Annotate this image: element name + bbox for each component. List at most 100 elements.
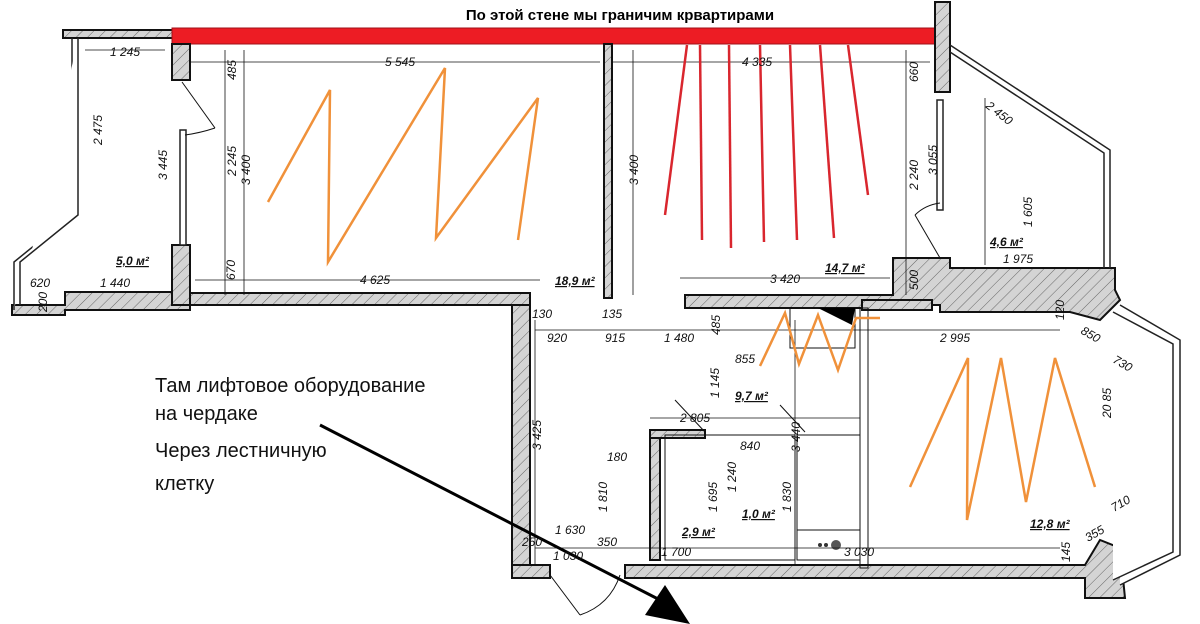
dimension-label: 1 975 <box>1003 252 1033 266</box>
demolish-mark-room3 <box>908 357 1097 521</box>
dimension-label: 4 335 <box>742 55 772 69</box>
sink-icon <box>824 543 828 547</box>
area-label-hall: 9,7 м² <box>735 389 769 403</box>
dimension-label: 2 240 <box>907 160 921 191</box>
partition-wall <box>859 307 869 569</box>
sink-icon <box>818 543 822 547</box>
door-leaf <box>181 81 216 129</box>
area-label-room1: 18,9 м² <box>555 274 596 288</box>
partition-wall <box>603 43 613 299</box>
storage-room-outline <box>664 434 796 561</box>
dimension-label: 1 830 <box>780 482 794 512</box>
dimension-label: 130 <box>532 307 552 321</box>
dimension-label: 3 400 <box>239 155 253 185</box>
dimension-label: 20 85 <box>1100 388 1114 419</box>
wall-segment <box>171 244 191 306</box>
demolish-mark-room1 <box>266 67 540 267</box>
right-balcony-glazing-inner <box>949 51 1105 268</box>
dimension-label: 4 625 <box>360 273 390 287</box>
wall-segment <box>11 291 531 316</box>
dimension-label: 3 445 <box>156 150 170 180</box>
dimension-label: 3 425 <box>530 420 544 450</box>
wall-segment <box>624 538 1127 599</box>
bay-window-glazing-inner <box>1112 311 1174 581</box>
shared-wall-caption: По этой стене мы граничим крвартирами <box>466 7 774 24</box>
dimension-label: 670 <box>224 260 238 280</box>
dimension-label: 850 <box>1079 323 1104 345</box>
shared-wall-red <box>171 27 941 45</box>
dimension-label: 135 <box>602 307 622 321</box>
drain-icon <box>831 540 841 550</box>
area-label-storage: 2,9 м² <box>681 525 716 539</box>
dimension-label: 915 <box>605 331 625 345</box>
pointer-arrow-head <box>645 585 690 624</box>
dimension-label: 1 605 <box>1021 197 1035 227</box>
demolish-mark-shaft <box>758 309 880 374</box>
dimension-label: 1 240 <box>725 462 739 492</box>
note-line: Через лестничную <box>155 440 327 462</box>
door-leaf <box>674 399 706 433</box>
door-leaf <box>779 404 806 433</box>
wall-segment <box>861 299 933 311</box>
wall-segment <box>171 43 191 81</box>
dimension-label: 920 <box>547 331 567 345</box>
dimension-label: 200 <box>36 292 50 313</box>
dimension-label: 660 <box>907 62 921 82</box>
dimension-label: 3 440 <box>789 422 803 452</box>
dimension-label: 500 <box>907 270 921 290</box>
dimension-label: 1 245 <box>110 45 140 59</box>
door-swing <box>579 574 621 616</box>
dimension-label: 485 <box>225 60 239 80</box>
dimension-label: 855 <box>735 352 755 366</box>
dimension-label: 1 630 <box>555 523 585 537</box>
door-leaf <box>914 214 941 259</box>
note-line: на чердаке <box>155 403 258 425</box>
dimension-label: 2 475 <box>91 115 105 146</box>
dimension-label: 2 805 <box>679 411 710 425</box>
dimension-label: 180 <box>607 450 627 464</box>
dimension-label: 3 420 <box>770 272 800 286</box>
dimension-labels: 1 245 5 545 4 335 485 660 2 475 3 445 2 … <box>30 45 1135 563</box>
dimension-label: 1 145 <box>708 368 722 398</box>
dimension-label: 1 030 <box>553 549 583 563</box>
dimension-label: 5 545 <box>385 55 415 69</box>
red-hatch-lines <box>663 44 870 249</box>
note-line: Там лифтовое оборудование <box>155 375 425 397</box>
windows <box>13 38 1181 586</box>
dimension-lines <box>85 49 1060 565</box>
dimension-label: 2 245 <box>225 146 239 177</box>
dimension-label: 250 <box>521 535 542 549</box>
balcony-top-wall <box>62 29 174 39</box>
area-label-wc: 1,0 м² <box>742 507 776 521</box>
walls <box>11 1 1127 599</box>
window <box>179 129 187 246</box>
left-balcony-glazing-inner <box>19 38 79 305</box>
wall-segment <box>934 1 951 93</box>
bathroom-outline <box>796 434 861 561</box>
dimension-label: 1 695 <box>706 482 720 512</box>
dimension-label: 350 <box>597 535 617 549</box>
dimension-label: 145 <box>1059 542 1073 562</box>
dimension-label: 485 <box>709 315 723 335</box>
wall-segment <box>649 429 661 561</box>
dimension-label: 120 <box>1053 300 1067 320</box>
area-label-room2: 14,7 м² <box>825 261 866 275</box>
dimension-label: 1 700 <box>661 545 691 559</box>
shaft-marker <box>818 308 855 325</box>
door-swing <box>184 127 216 136</box>
dimension-label: 1 810 <box>596 482 610 512</box>
dimension-label: 3 400 <box>627 155 641 185</box>
dimension-label: 620 <box>30 276 50 290</box>
dimension-label: 3 030 <box>844 545 874 559</box>
door-swing <box>914 202 941 216</box>
dimension-label: 1 440 <box>100 276 130 290</box>
area-label-balcony-right: 4,6 м² <box>989 235 1024 249</box>
dimension-label: 2 995 <box>939 331 970 345</box>
wall-segment <box>649 429 706 439</box>
note-line: клетку <box>155 473 214 495</box>
dimension-label: 1 480 <box>664 331 694 345</box>
wall-segment <box>511 564 551 579</box>
area-label-room3: 12,8 м² <box>1030 517 1071 531</box>
area-label-balcony-left: 5,0 м² <box>116 254 150 268</box>
